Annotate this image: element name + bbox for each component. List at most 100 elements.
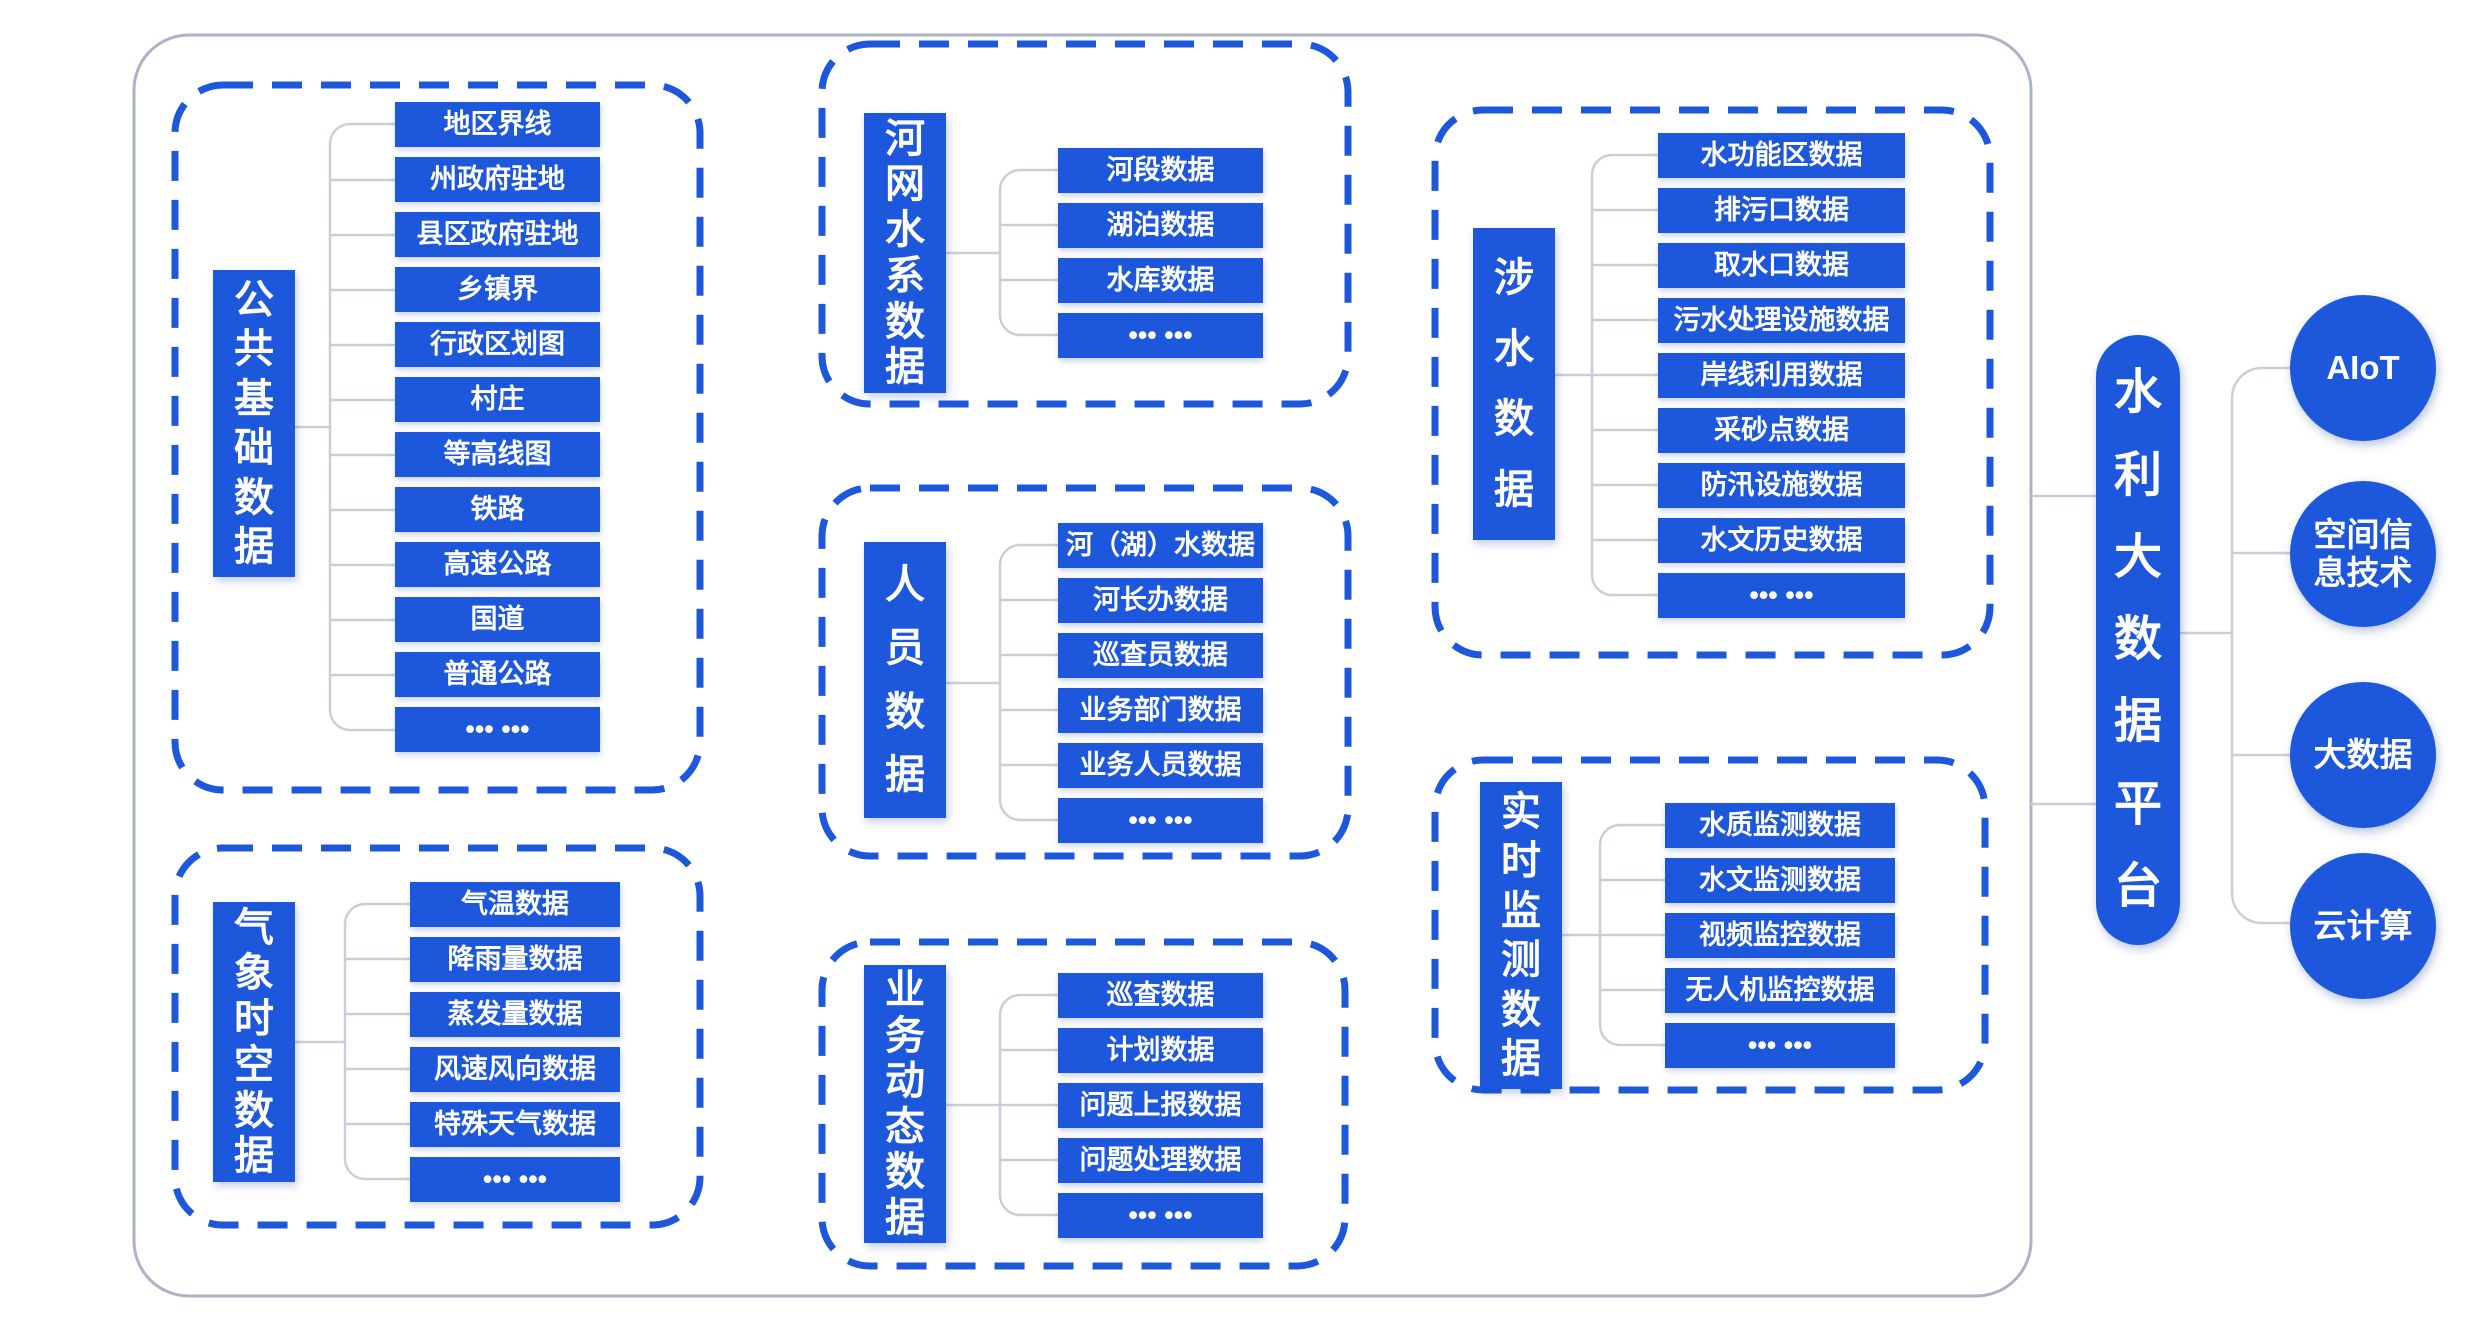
data-item: 湖泊数据 [1058,203,1263,248]
data-item: 高速公路 [395,542,600,587]
data-item: 采砂点数据 [1658,408,1905,453]
vertical-label-char: 数 [1501,987,1541,1032]
vertical-label-char: 据 [885,752,925,797]
vertical-label-char: 利 [2113,448,2162,502]
data-item: 村庄 [395,377,600,422]
tech-node-label: 云计算 [2313,907,2413,945]
data-item: 等高线图 [395,432,600,477]
data-item: 风速风向数据 [410,1047,620,1092]
group-items-river-network-data: 河段数据湖泊数据水库数据 ••• ••• [1058,148,1263,368]
data-item: ••• ••• [1058,1193,1263,1238]
data-item: ••• ••• [1058,798,1263,843]
vertical-label-char: 时 [1501,839,1541,884]
data-item: 气温数据 [410,882,620,927]
group-items-personnel-data: 河（湖）水数据河长办数据巡查员数据业务部门数据业务人员数据••• ••• [1058,523,1263,853]
data-item: 防汛设施数据 [1658,463,1905,508]
vertical-label-char: 据 [1501,1037,1541,1082]
data-item: 地区界线 [395,102,600,147]
vertical-label-char: 数 [885,1150,925,1195]
vertical-label-char: 象 [234,951,274,996]
group-items-public-basic-data: 地区界线州政府驻地县区政府驻地乡镇界行政区划图村庄等高线图铁路高速公路国道普通公… [395,102,600,762]
vertical-label-char: 数 [234,1088,274,1133]
vertical-label-char: 务 [885,1013,925,1058]
data-item: 业务部门数据 [1058,688,1263,733]
vertical-label-char: 系 [885,253,925,298]
vertical-label-char: 础 [234,426,274,471]
group-dashed-borders [171,40,1994,1270]
vertical-label-char: 动 [885,1059,925,1104]
tech-node-label: 大数据 [2313,736,2413,774]
data-item: ••• ••• [395,707,600,752]
data-item: 水文监测数据 [1665,858,1895,903]
group-border-public-basic [171,81,704,794]
vertical-label-char: 测 [1501,938,1541,983]
group-header-public-basic-data: 公共基础数据 [213,270,295,577]
group-header-meteorological-data: 气象时空数据 [213,902,295,1182]
data-item: 蒸发量数据 [410,992,620,1037]
vertical-label-char: 基 [234,376,274,421]
vertical-label-char: 数 [885,299,925,344]
vertical-label-char: 河 [885,116,925,161]
vertical-label-char: 数 [234,475,274,520]
data-item: 国道 [395,597,600,642]
data-item: 河（湖）水数据 [1058,523,1263,568]
vertical-label-char: 数 [1494,397,1534,442]
group-header-water-related-data: 涉水数据 [1473,228,1555,540]
vertical-label-char: 实 [1501,789,1541,834]
group-items-realtime-monitoring-data: 水质监测数据水文监测数据视频监控数据无人机监控数据••• ••• [1665,803,1895,1078]
group-header-business-dynamic-data: 业务动态数据 [864,965,946,1243]
group-header-personnel-data: 人员数据 [864,542,946,818]
data-item: 河段数据 [1058,148,1263,193]
vertical-label-char: 据 [2113,695,2162,749]
data-item: 无人机监控数据 [1665,968,1895,1013]
group-border-river-network [818,40,1352,408]
data-item: ••• ••• [410,1157,620,1202]
data-item: 水功能区数据 [1658,133,1905,178]
tech-node-big-data: 大数据 [2290,682,2436,828]
data-item: 计划数据 [1058,1028,1263,1073]
data-item: 水库数据 [1058,258,1263,303]
vertical-label-char: 共 [234,327,274,372]
group-border-water-related [1431,106,1994,659]
group-items-meteorological-data: 气温数据降雨量数据蒸发量数据风速风向数据特殊天气数据••• ••• [410,882,620,1212]
group-items-business-dynamic-data: 巡查数据计划数据问题上报数据问题处理数据••• ••• [1058,973,1263,1248]
vertical-label-char: 业 [885,968,925,1013]
vertical-label-char: 态 [885,1104,925,1149]
vertical-label-char: 数 [885,689,925,734]
group-items-water-related-data: 水功能区数据排污口数据取水口数据污水处理设施数据岸线利用数据采砂点数据防汛设施数… [1658,133,1905,628]
vertical-label-char: 大 [2113,530,2162,584]
vertical-label-char: 平 [2113,777,2162,831]
vertical-label-char: 水 [1494,326,1534,371]
vertical-label-char: 水 [2113,366,2162,420]
group-border-realtime-monitoring [1431,756,1989,1094]
data-item: 巡查数据 [1058,973,1263,1018]
data-item: 问题处理数据 [1058,1138,1263,1183]
data-item: 乡镇界 [395,267,600,312]
group-header-river-network-data: 河网水系数据 [864,113,946,393]
data-item: ••• ••• [1058,313,1263,358]
platform-pill: 水利大数据平台 [2096,335,2180,945]
vertical-label-char: 台 [2113,859,2162,913]
vertical-label-char: 数 [2113,613,2162,666]
group-header-realtime-monitoring-data: 实时监测数据 [1480,782,1562,1089]
data-item: ••• ••• [1665,1023,1895,1068]
data-item: 河长办数据 [1058,578,1263,623]
tech-node-label: 空间信息技术 [2313,516,2413,591]
data-item: 岸线利用数据 [1658,353,1905,398]
vertical-label-char: 人 [885,563,925,608]
data-item: 县区政府驻地 [395,212,600,257]
data-item: 行政区划图 [395,322,600,367]
vertical-label-char: 员 [885,626,925,671]
data-item: 污水处理设施数据 [1658,298,1905,343]
tech-node-aiot: AIoT [2290,295,2436,441]
outer-container-frame [132,33,2033,1298]
data-item: 特殊天气数据 [410,1102,620,1147]
tech-node-spatial-info-tech: 空间信息技术 [2290,481,2436,627]
vertical-label-char: 据 [885,345,925,390]
group-border-personnel [818,484,1352,860]
vertical-label-char: 涉 [1494,256,1534,301]
wires [295,122,2292,1217]
data-item: 水文历史数据 [1658,518,1905,563]
